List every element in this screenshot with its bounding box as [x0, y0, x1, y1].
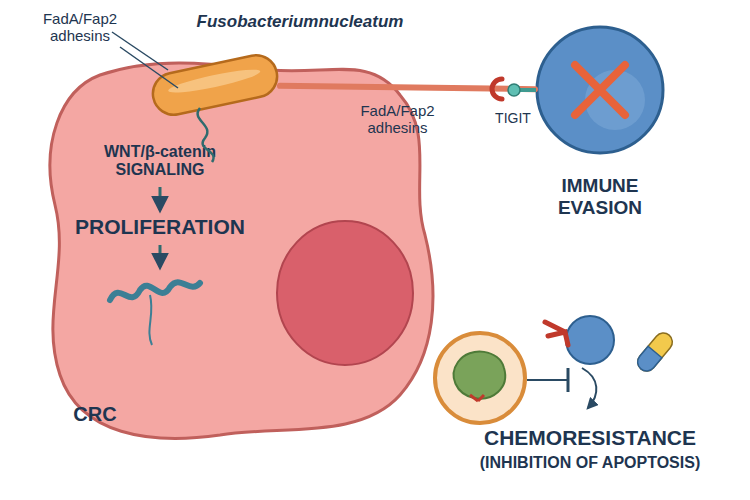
apoptotic-body — [454, 352, 506, 399]
node-outline — [535, 25, 665, 155]
drug-pill — [634, 329, 676, 374]
dna-strand — [149, 295, 152, 345]
flow-arrow — [159, 187, 162, 210]
bacterium-highlight — [167, 65, 261, 96]
connector-label: FadA/Fap2 adhesins — [338, 102, 458, 137]
adhesion-connector — [280, 86, 535, 89]
annotation-label: FadA/Fap2 adhesins — [35, 10, 125, 45]
annotation-label: (INHIBITION OF APOPTOSIS) — [460, 454, 720, 472]
curved-arrow — [582, 368, 596, 408]
tigit-receptor — [512, 88, 536, 92]
leader-line — [120, 47, 178, 88]
inhibition-line — [527, 379, 568, 381]
nucleus — [277, 221, 413, 365]
annotation-label: CHEMORESISTANCE — [460, 426, 720, 450]
node-outline — [150, 62, 280, 108]
tumor-cell — [435, 333, 525, 423]
receptor-symbol — [545, 322, 568, 345]
node-text: CRC — [55, 403, 135, 426]
bacterial-effector — [198, 108, 214, 162]
adhesin-claw — [492, 79, 502, 99]
node-text: WNT/β-catenin SIGNALING — [90, 143, 230, 180]
dna-strand — [110, 282, 200, 300]
immune-node: IMMUNE EVASION — [535, 25, 665, 155]
ligand — [470, 395, 484, 401]
bacterium-body — [149, 51, 281, 118]
flow-arrow — [159, 245, 162, 267]
inhibition-bar — [567, 368, 570, 392]
node-text: PROLIFERATION — [60, 215, 260, 239]
immune-cell — [537, 27, 663, 153]
node-text: Fusobacteriumnucleatum — [180, 12, 420, 32]
immune-cell-small — [566, 316, 614, 364]
bacterium-node: Fusobacteriumnucleatum — [150, 62, 280, 108]
node-text: IMMUNE EVASION — [530, 175, 670, 219]
cross-mark — [575, 65, 625, 115]
tigit-receptor — [508, 84, 520, 96]
leader-line — [112, 32, 168, 70]
annotation-label: TIGIT — [478, 110, 548, 126]
